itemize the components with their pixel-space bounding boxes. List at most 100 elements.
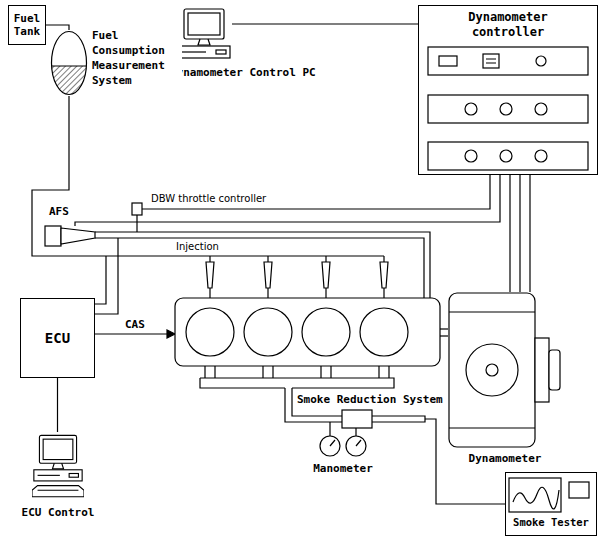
computer-icon <box>34 470 82 481</box>
computer-icon: ECU Control <box>32 432 84 502</box>
smoke-tester-box: Smoke Tester <box>505 472 597 536</box>
air-flow-sensor <box>61 228 95 244</box>
computer-icon <box>188 13 220 35</box>
dynamometer-drawing <box>549 350 560 390</box>
injector <box>383 288 384 298</box>
injector <box>380 262 388 288</box>
engine-block <box>302 308 350 356</box>
control-panel <box>439 56 457 66</box>
device-label: Fuel Consumption Measurement System <box>92 28 182 88</box>
injector <box>209 256 210 262</box>
computer-icon <box>32 432 84 502</box>
dynamometer-drawing <box>486 364 498 376</box>
intake-pipe <box>95 232 430 298</box>
part-label: Manometer <box>312 462 374 475</box>
injector <box>264 262 272 288</box>
injector <box>325 256 326 262</box>
computer-icon <box>39 435 76 463</box>
connector-line <box>57 378 58 432</box>
control-panel <box>465 103 477 115</box>
engine-block <box>186 308 234 356</box>
dynamometer-drawing <box>448 292 562 448</box>
muffler <box>342 410 372 428</box>
injector <box>209 288 210 298</box>
computer-icon <box>38 475 60 476</box>
injector <box>267 288 268 298</box>
tester-screen <box>513 487 559 509</box>
icon-caption: ECU Control <box>22 506 95 519</box>
dynamometer-drawing <box>466 344 518 396</box>
fuel-line <box>32 96 384 256</box>
fuel-line <box>32 96 384 256</box>
engine-block <box>175 298 440 366</box>
injector <box>267 256 268 262</box>
computer-icon <box>184 9 224 39</box>
signal-wire <box>75 175 500 226</box>
computer-icon <box>216 50 226 54</box>
computer-icon <box>182 51 206 52</box>
shaft <box>440 335 448 336</box>
computer-icon <box>198 39 210 45</box>
throttle-body <box>132 203 142 215</box>
computer-icon <box>32 486 84 497</box>
control-panel <box>536 56 546 66</box>
injector <box>322 262 330 288</box>
signal-wire <box>95 333 168 334</box>
sensor-label: AFS <box>48 205 70 218</box>
control-panel <box>483 54 499 68</box>
box-text: Smoke Tester <box>506 516 596 529</box>
engine-block <box>360 308 408 356</box>
sensor-label: CAS <box>124 318 146 331</box>
computer-icon <box>43 439 73 459</box>
connector-line <box>529 175 530 292</box>
connector-line <box>232 23 418 24</box>
control-panel <box>500 150 512 162</box>
computer-icon <box>38 490 79 491</box>
injector <box>206 262 214 288</box>
manometer-gauge <box>330 440 361 446</box>
exhaust-manifold <box>200 366 394 388</box>
signal-wire <box>95 256 106 304</box>
computer-icon <box>176 8 232 60</box>
signal-label: DBW throttle controller <box>150 193 267 205</box>
control-panel <box>500 103 512 115</box>
computer-icon <box>178 9 230 58</box>
fuel-meter <box>52 32 87 95</box>
control-panel <box>428 142 588 170</box>
fuel-meter <box>52 66 87 67</box>
manometer-gauge <box>330 422 356 436</box>
control-panel <box>535 150 547 162</box>
tester-screen <box>507 476 595 516</box>
throttle-body <box>132 203 142 232</box>
dynamometer-drawing <box>449 427 535 428</box>
exhaust-manifold <box>200 378 394 388</box>
exhaust-manifold <box>205 366 389 378</box>
air-flow-sensor <box>45 226 95 246</box>
fuel-meter: Fuel Consumption Measurement System <box>50 30 88 96</box>
box-text: ECU <box>45 330 70 346</box>
computer-icon <box>178 46 230 58</box>
control-panel <box>428 95 588 123</box>
dynamometer: Dynamometer <box>448 292 562 448</box>
control-panel <box>428 47 588 170</box>
muffler <box>342 410 372 428</box>
engine-block <box>244 308 292 356</box>
fuel-meter <box>50 66 88 96</box>
dynamometer-drawing <box>449 293 535 447</box>
signal-wire <box>142 175 490 209</box>
fuel-meter <box>50 30 88 96</box>
connector-line <box>519 175 520 292</box>
engine-block <box>175 298 440 366</box>
control-panel <box>486 59 496 63</box>
tester-screen <box>509 478 589 512</box>
control-panel <box>535 103 547 115</box>
intake-pipe <box>95 238 424 298</box>
shaft <box>440 328 448 329</box>
fuel-tank-box: Fuel Tank <box>8 5 46 45</box>
dynamometer-drawing <box>449 311 535 312</box>
control-panel <box>465 150 477 162</box>
arrow-head <box>167 330 175 338</box>
controller-box: Dynamometer controller <box>418 5 598 175</box>
computer-icon <box>32 435 84 496</box>
